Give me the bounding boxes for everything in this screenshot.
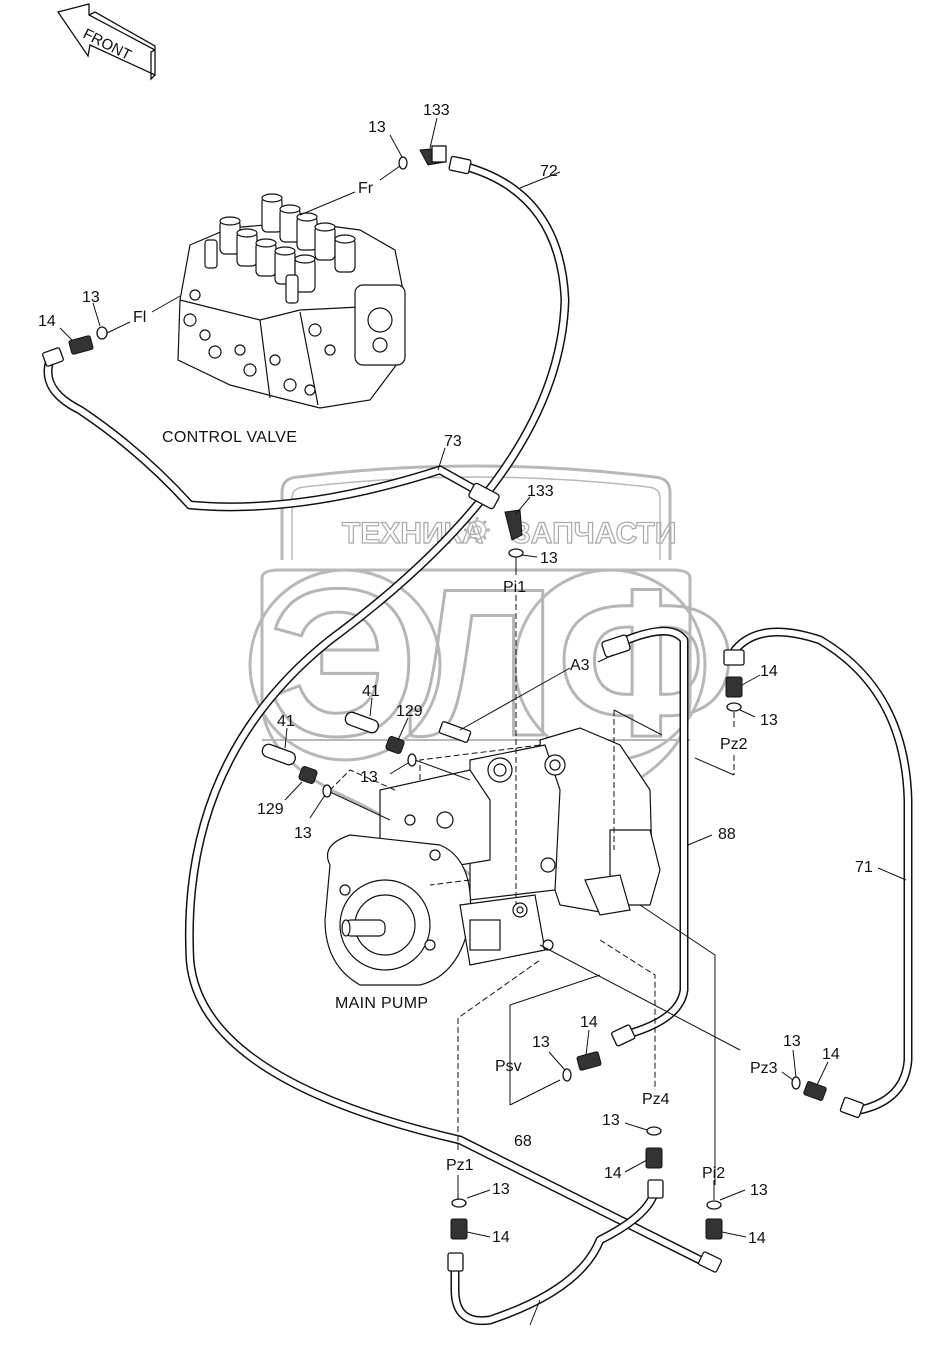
watermark-text-right: ЗАПЧАСТИ bbox=[512, 517, 676, 550]
callout-13: 13 bbox=[294, 825, 312, 842]
callout-13: 13 bbox=[492, 1181, 510, 1198]
hose-71 bbox=[723, 627, 913, 1119]
callout-13: 13 bbox=[540, 550, 558, 567]
watermark-banner bbox=[280, 464, 672, 560]
connector-14-pz1 bbox=[450, 1218, 468, 1240]
callout-13: 13 bbox=[82, 289, 100, 306]
callout-13: 13 bbox=[368, 119, 386, 136]
connector-14-psv bbox=[576, 1051, 602, 1071]
connector-14-pz4 bbox=[645, 1147, 663, 1169]
gear-icon bbox=[464, 517, 490, 543]
oring-13-fl bbox=[96, 326, 108, 340]
oring-13-pi2 bbox=[706, 1200, 722, 1210]
watermark-logo-text: ЭЛФ bbox=[268, 545, 736, 780]
leader-lines bbox=[59, 117, 907, 1326]
callout-14: 14 bbox=[760, 663, 778, 680]
port-label-pi1: Pi1 bbox=[503, 579, 526, 596]
callout-72: 72 bbox=[540, 163, 558, 180]
callout-13: 13 bbox=[750, 1182, 768, 1199]
callout-129: 129 bbox=[257, 801, 284, 818]
port-label-a3: A3 bbox=[570, 657, 590, 674]
oring-13-pz4 bbox=[646, 1126, 662, 1136]
control-valve-drawing bbox=[177, 193, 406, 409]
fittings bbox=[68, 145, 827, 1240]
oring-13-a bbox=[407, 753, 417, 767]
elbow-133-top bbox=[419, 145, 447, 166]
port-label-pi2: Pi2 bbox=[702, 1165, 725, 1182]
callout-88: 88 bbox=[718, 826, 736, 843]
hose-68 bbox=[447, 1179, 664, 1326]
oring-13-psv bbox=[562, 1068, 572, 1082]
port-label-pz2: Pz2 bbox=[720, 736, 748, 753]
oring-13-pi1 bbox=[508, 548, 524, 558]
callout-14: 14 bbox=[604, 1165, 622, 1182]
port-label-pz1: Pz1 bbox=[446, 1157, 474, 1174]
connector-14-pz3 bbox=[803, 1081, 827, 1101]
oring-13-top bbox=[398, 156, 408, 170]
callout-13: 13 bbox=[532, 1034, 550, 1051]
callout-14: 14 bbox=[822, 1046, 840, 1063]
oring-13-pz3 bbox=[791, 1076, 801, 1090]
port-label-psv: Psv bbox=[495, 1058, 522, 1075]
callout-13: 13 bbox=[360, 769, 378, 786]
port-label-fl: Fl bbox=[133, 309, 146, 326]
callout-14: 14 bbox=[38, 313, 56, 330]
callout-13: 13 bbox=[602, 1112, 620, 1129]
hose-72 bbox=[184, 155, 723, 1273]
watermark: ТЕХНИКА ЗАПЧАСТИ ЭЛФ bbox=[248, 464, 738, 883]
callout-13: 13 bbox=[760, 712, 778, 729]
callout-68: 68 bbox=[514, 1133, 532, 1150]
main-pump-dashed-lines bbox=[329, 744, 541, 886]
connector-14-fl bbox=[68, 335, 94, 355]
front-direction-arrow: FRONT bbox=[56, 3, 156, 81]
callout-41: 41 bbox=[277, 713, 295, 730]
callout-41: 41 bbox=[362, 683, 380, 700]
callout-14: 14 bbox=[580, 1014, 598, 1031]
main-pump-label: MAIN PUMP bbox=[335, 995, 428, 1012]
tee-fitting bbox=[438, 721, 472, 743]
callout-129: 129 bbox=[396, 703, 423, 720]
port-label-pz4: Pz4 bbox=[642, 1091, 670, 1108]
control-valve-label: CONTROL VALVE bbox=[162, 429, 297, 446]
callout-14: 14 bbox=[748, 1230, 766, 1247]
oring-13-pz2 bbox=[726, 702, 742, 712]
port-label-pz3: Pz3 bbox=[750, 1060, 778, 1077]
callout-133: 133 bbox=[527, 483, 554, 500]
callout-133: 133 bbox=[423, 102, 450, 119]
callout-14: 14 bbox=[492, 1229, 510, 1246]
adapter-129-b bbox=[298, 766, 318, 784]
watermark-e-ring bbox=[248, 568, 442, 762]
connector-14-pi2 bbox=[705, 1218, 723, 1240]
elbow-133-mid bbox=[504, 509, 523, 541]
connector-14-pz2 bbox=[725, 676, 743, 698]
main-pump-drawing bbox=[324, 727, 661, 986]
callout-13: 13 bbox=[783, 1033, 801, 1050]
oring-13-b bbox=[322, 784, 332, 798]
adapter-129-a bbox=[385, 736, 405, 754]
callout-73: 73 bbox=[444, 433, 462, 450]
hose-73 bbox=[42, 347, 500, 512]
port-label-fr: Fr bbox=[358, 180, 374, 197]
callout-labels: 13 133 Fr 72 13 14 Fl 73 133 13 Pi1 A3 4… bbox=[38, 102, 873, 1247]
callout-71: 71 bbox=[855, 859, 873, 876]
hose-88 bbox=[601, 626, 689, 1047]
plug-41-a bbox=[344, 711, 379, 734]
watermark-banner-inner bbox=[291, 476, 661, 560]
oring-13-pz1 bbox=[451, 1198, 467, 1208]
plug-41-b bbox=[261, 743, 296, 766]
